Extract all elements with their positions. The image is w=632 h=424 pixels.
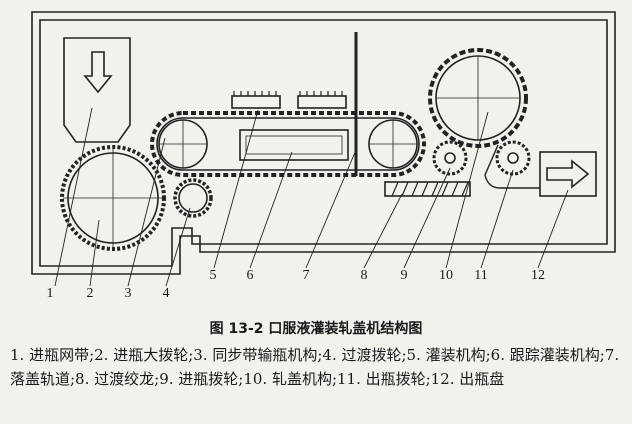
machine-structure-diagram [31, 11, 616, 287]
figure-legend: 1. 进瓶网带;2. 进瓶大拨轮;3. 同步带输瓶机构;4. 过渡拨轮;5. 灌… [10, 346, 620, 388]
outlet-arrow-icon [546, 159, 590, 189]
label-4: 4 [162, 286, 170, 301]
tracking-filling-mechanism [239, 129, 349, 161]
figure-caption: 图 13-2 口服液灌装轧盖机结构图 [209, 321, 423, 337]
inlet-star-wheel [432, 140, 468, 176]
label-11: 11 [474, 268, 488, 283]
label-8: 8 [360, 268, 368, 283]
label-12: 12 [531, 268, 545, 283]
label-3: 3 [124, 286, 132, 301]
label-6: 6 [246, 268, 254, 283]
label-7: 7 [302, 268, 310, 283]
leader-lines [54, 107, 569, 287]
outlet-star-wheel [495, 140, 531, 176]
outlet-guide-rail [484, 144, 540, 189]
label-9: 9 [400, 268, 408, 283]
machine-frame-inner [39, 19, 608, 267]
label-5: 5 [209, 268, 217, 283]
synchronous-belt-conveyor [150, 111, 426, 177]
inlet-hopper [63, 37, 131, 143]
inlet-arrow-icon [83, 51, 113, 94]
label-10: 10 [439, 268, 453, 283]
outlet-tray [539, 151, 597, 197]
transition-star-wheel [173, 178, 213, 218]
filling-heads [231, 91, 347, 109]
transition-screw [384, 181, 471, 197]
large-inlet-star-wheel [60, 145, 166, 251]
capping-mechanism [428, 48, 528, 148]
label-1: 1 [46, 286, 54, 301]
label-2: 2 [86, 286, 94, 301]
machine-frame [31, 11, 616, 275]
